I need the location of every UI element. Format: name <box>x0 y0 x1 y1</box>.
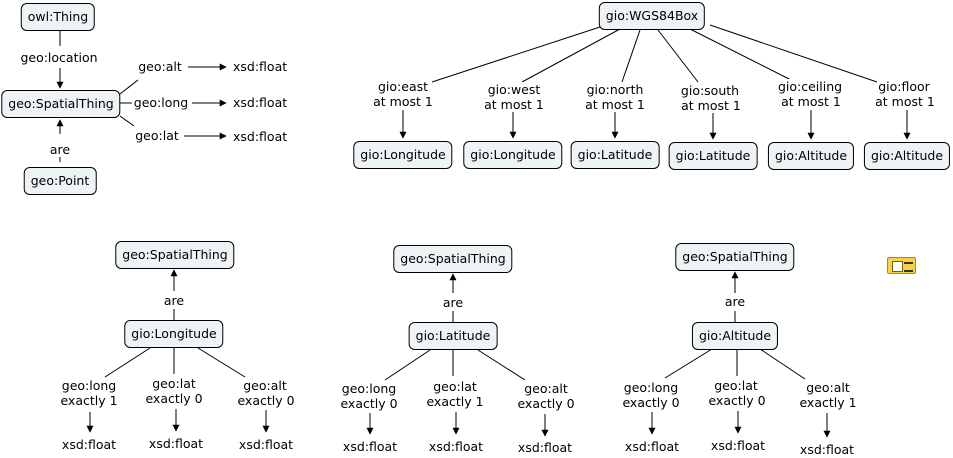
link-label-gio-north: gio:north <box>586 82 644 97</box>
node-xsd-float[interactable]: xsd:float <box>233 129 288 144</box>
link-label-geo-lat: geo:lat <box>152 376 196 391</box>
node-geo-spatial-thing[interactable]: geo:SpatialThing <box>675 243 795 271</box>
link-label-at-most-1: at most 1 <box>681 98 741 113</box>
node-geo-point[interactable]: geo:Point <box>23 167 97 195</box>
node-gio-longitude[interactable]: gio:Longitude <box>463 141 563 169</box>
link-label-geo-long: geo:long <box>133 95 189 110</box>
node-geo-spatial-thing[interactable]: geo:SpatialThing <box>1 90 121 118</box>
link-label-geo-lat: geo:lat <box>135 128 179 143</box>
link-label-geo-alt: geo:alt <box>806 380 850 395</box>
link-label-exactly-1: exactly 1 <box>60 393 118 408</box>
link-label-geo-long: geo:long <box>341 381 397 396</box>
node-gio-altitude[interactable]: gio:Altitude <box>863 142 951 170</box>
link-label-at-most-1: at most 1 <box>875 94 935 109</box>
node-xsd-float[interactable]: xsd:float <box>799 442 855 457</box>
node-xsd-float[interactable]: xsd:float <box>342 439 398 454</box>
node-xsd-float[interactable]: xsd:float <box>233 59 288 74</box>
link-label-gio-south: gio:south <box>680 83 740 98</box>
node-geo-spatial-thing[interactable]: geo:SpatialThing <box>393 245 513 273</box>
link-label-exactly-0: exactly 0 <box>340 396 398 411</box>
link-label-exactly-0: exactly 0 <box>517 396 575 411</box>
node-xsd-float[interactable]: xsd:float <box>517 440 573 455</box>
node-gio-longitude[interactable]: gio:Longitude <box>353 141 453 169</box>
link-label-exactly-0: exactly 0 <box>708 393 766 408</box>
link-label-gio-east: gio:east <box>377 79 429 94</box>
link-label-geo-alt: geo:alt <box>524 381 568 396</box>
node-xsd-float[interactable]: xsd:float <box>233 95 288 110</box>
node-xsd-float[interactable]: xsd:float <box>624 439 680 454</box>
node-geo-spatial-thing[interactable]: geo:SpatialThing <box>115 241 235 269</box>
node-gio-longitude[interactable]: gio:Longitude <box>124 320 224 348</box>
node-gio-latitude[interactable]: gio:Latitude <box>668 142 758 170</box>
link-label-exactly-0: exactly 0 <box>145 391 203 406</box>
link-label-exactly-0: exactly 0 <box>622 395 680 410</box>
node-gio-wgs84box[interactable]: gio:WGS84Box <box>598 2 706 30</box>
node-xsd-float[interactable]: xsd:float <box>61 437 117 452</box>
link-label-gio-floor: gio:floor <box>878 79 930 94</box>
link-label-at-most-1: at most 1 <box>373 94 433 109</box>
node-xsd-float[interactable]: xsd:float <box>148 436 204 451</box>
link-label-gio-ceiling: gio:ceiling <box>777 79 843 94</box>
link-label-geo-lat: geo:lat <box>714 378 758 393</box>
link-label-geo-long: geo:long <box>61 378 117 393</box>
link-label-at-most-1: at most 1 <box>585 97 645 112</box>
node-gio-latitude[interactable]: gio:Latitude <box>408 322 498 350</box>
link-label-exactly-0: exactly 0 <box>237 393 295 408</box>
link-label-geo-alt: geo:alt <box>138 59 182 74</box>
link-label-geo-long: geo:long <box>623 380 679 395</box>
link-label-at-most-1: at most 1 <box>781 94 841 109</box>
node-xsd-float[interactable]: xsd:float <box>428 439 484 454</box>
concept-note-icon[interactable] <box>887 257 916 274</box>
link-label-are: are <box>49 142 71 157</box>
link-label-are: are <box>724 294 746 309</box>
link-label-are: are <box>163 293 185 308</box>
link-label-are: are <box>442 295 464 310</box>
node-xsd-float[interactable]: xsd:float <box>238 437 294 452</box>
link-label-gio-west: gio:west <box>487 82 541 97</box>
node-owl-thing[interactable]: owl:Thing <box>20 3 96 31</box>
link-label-exactly-1: exactly 1 <box>799 395 857 410</box>
link-label-geo-location: geo:location <box>20 50 98 65</box>
node-gio-latitude[interactable]: gio:Latitude <box>570 141 660 169</box>
link-label-geo-alt: geo:alt <box>243 378 287 393</box>
link-label-exactly-1: exactly 1 <box>426 394 484 409</box>
node-gio-altitude[interactable]: gio:Altitude <box>767 142 855 170</box>
node-gio-altitude[interactable]: gio:Altitude <box>691 322 779 350</box>
node-xsd-float[interactable]: xsd:float <box>710 438 766 453</box>
link-label-at-most-1: at most 1 <box>484 97 544 112</box>
link-label-geo-lat: geo:lat <box>433 379 477 394</box>
